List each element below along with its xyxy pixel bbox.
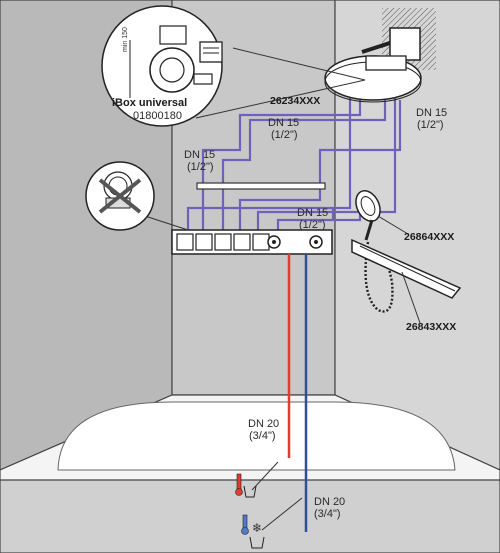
dn15-label-right-size: (1/2") (417, 119, 444, 131)
hot-water-icon (235, 473, 257, 498)
dn15-label-top-size: (1/2") (271, 129, 298, 141)
overhead-shower (324, 27, 422, 103)
dn15-label-right: DN 15 (416, 107, 447, 119)
dn15-label-left-size: (1/2") (187, 161, 214, 173)
cold-water-icon: ❄ (241, 514, 265, 549)
ibox-code: 01800180 (133, 110, 182, 122)
overhead-shower-code: 26234XXX (270, 95, 320, 107)
bathtub (0, 394, 500, 481)
ibox-dimension: min 150 (122, 27, 129, 52)
hand-shower (355, 190, 394, 313)
no-teflon-tape-icon (85, 161, 155, 231)
dn20-label-cold: DN 20 (314, 496, 345, 508)
hand-shower-code: 26864XXX (404, 231, 454, 243)
tub-front-panel (0, 469, 500, 553)
dn20-label-hot-size: (3/4") (249, 430, 276, 442)
ibox-callout: min 150 (101, 5, 223, 127)
dn20-label-hot: DN 20 (248, 418, 279, 430)
svg-text:❄: ❄ (252, 521, 262, 535)
dn15-label-top: DN 15 (268, 117, 299, 129)
ibox-name: iBox universal (112, 97, 187, 109)
thermostat-panel (171, 229, 333, 255)
supply-pipes (186, 95, 402, 232)
dn20-label-cold-size: (3/4") (314, 508, 341, 520)
right-wall (334, 0, 500, 471)
shower-rail-code: 26843XXX (406, 321, 456, 333)
shelf (196, 182, 326, 190)
shower-rail (351, 238, 462, 299)
dn15-label-panel: DN 15 (297, 207, 328, 219)
dn15-label-left: DN 15 (184, 149, 215, 161)
dn15-label-panel-size: (1/2") (299, 219, 326, 231)
